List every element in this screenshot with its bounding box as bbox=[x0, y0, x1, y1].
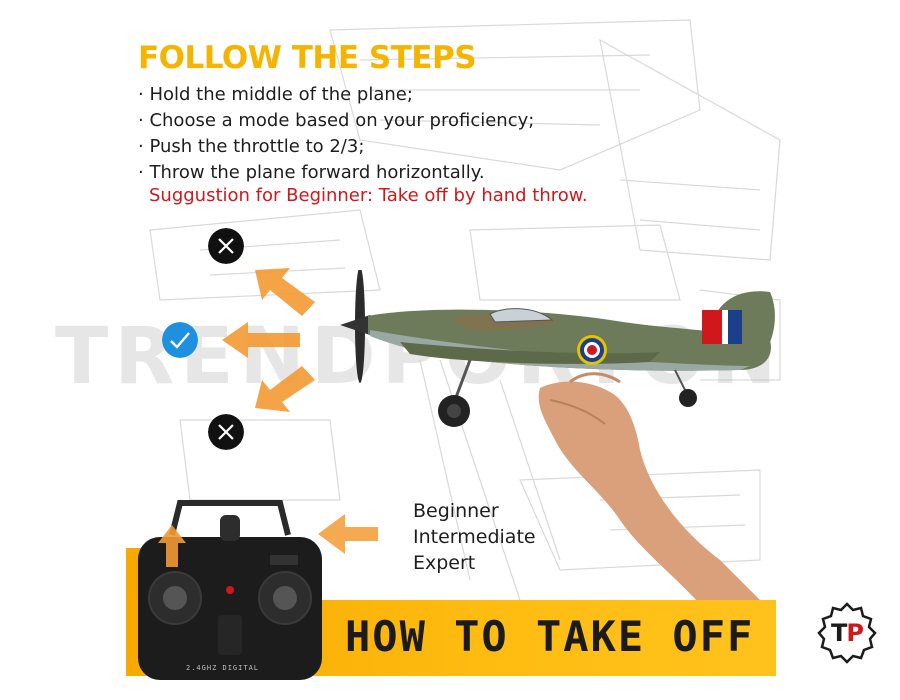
mode-beginner: Beginner bbox=[413, 500, 499, 522]
beginner-tip: Suggustion for Beginner: Take off by han… bbox=[149, 185, 588, 206]
up-arrow-icon bbox=[255, 268, 315, 316]
gear-icon bbox=[817, 602, 877, 664]
remote-label: 2.4GHZ DIGITAL bbox=[186, 664, 260, 672]
remote-controller-image bbox=[138, 500, 322, 680]
step-item: Throw the plane forward horizontally. bbox=[138, 160, 534, 186]
steps-list: Hold the middle of the plane; Choose a m… bbox=[138, 82, 534, 186]
check-mark-icon bbox=[162, 322, 198, 358]
x-mark-icon bbox=[208, 414, 244, 450]
left-arrow-icon bbox=[222, 322, 300, 358]
page-title: FOLLOW THE STEPS bbox=[138, 40, 477, 76]
mode-intermediate: Intermediate bbox=[413, 526, 536, 548]
down-arrow-icon bbox=[255, 366, 315, 412]
logo-text: TP bbox=[812, 619, 882, 647]
logo-letter-p: P bbox=[846, 619, 864, 647]
step-item: Hold the middle of the plane; bbox=[138, 82, 534, 108]
x-mark-icon bbox=[208, 228, 244, 264]
mode-list: Beginner Intermediate Expert bbox=[413, 498, 536, 576]
banner-title: HOW TO TAKE OFF bbox=[345, 612, 755, 661]
logo-letter-t: T bbox=[831, 619, 847, 647]
plane-image bbox=[340, 270, 775, 427]
brand-logo: TP bbox=[812, 600, 882, 670]
step-item: Choose a mode based on your proficiency; bbox=[138, 108, 534, 134]
hand-image bbox=[538, 372, 770, 610]
mode-expert: Expert bbox=[413, 552, 476, 574]
step-item: Push the throttle to 2/3; bbox=[138, 134, 534, 160]
